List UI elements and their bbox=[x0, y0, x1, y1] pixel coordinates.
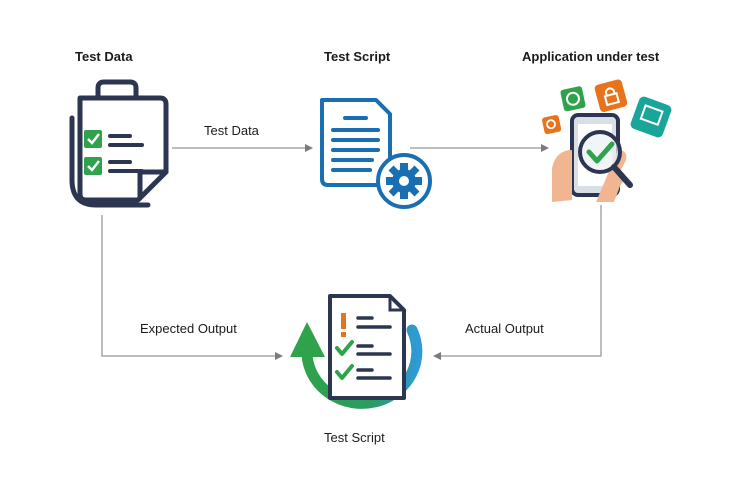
edge-label-expected-output: Expected Output bbox=[140, 321, 237, 336]
result-test-script-title: Test Script bbox=[324, 430, 385, 445]
application-under-test-title: Application under test bbox=[522, 49, 660, 64]
edge-label-actual-output: Actual Output bbox=[465, 321, 544, 336]
test-script-title: Test Script bbox=[324, 49, 391, 64]
arrow-actual-output bbox=[433, 205, 602, 360]
test-data-title: Test Data bbox=[75, 49, 133, 64]
arrow-expected-output bbox=[101, 215, 283, 360]
edge-label-test-data: Test Data bbox=[204, 123, 259, 138]
